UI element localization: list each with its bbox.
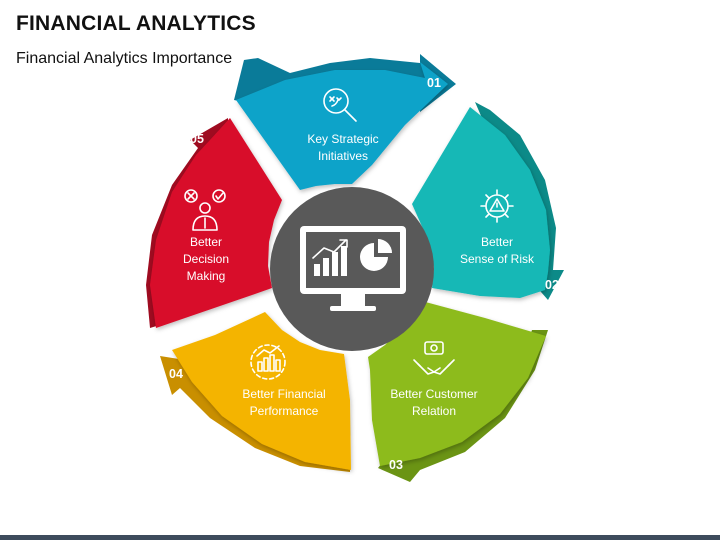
page-title: FINANCIAL ANALYTICS (16, 12, 256, 35)
segment-01-number: 01 (427, 76, 441, 90)
segment-01-shape[interactable] (236, 62, 448, 190)
segment-05-label-line1: Better (190, 235, 222, 249)
bottom-accent-bar (0, 535, 720, 540)
segment-04-number: 04 (169, 367, 183, 381)
segment-02: Better Sense of Risk 02 (460, 189, 559, 292)
segment-03-label-line1: Better Customer (390, 387, 477, 401)
gear-warning-icon (480, 189, 514, 223)
page-subtitle: Financial Analytics Importance (16, 50, 233, 67)
bar-chart-circle-icon (250, 344, 286, 380)
center-hub (270, 187, 434, 351)
segment-04-label-line1: Better Financial (242, 387, 325, 401)
segment-03-label-line2: Relation (412, 404, 456, 418)
segment-03: Better Customer Relation 03 (389, 341, 478, 472)
segment-05-label-line2: Decision (183, 252, 229, 266)
segment-05-label-line3: Making (187, 269, 226, 283)
handshake-icon (413, 341, 455, 375)
segment-03-shape[interactable] (368, 300, 546, 466)
person-decision-icon (184, 189, 226, 231)
segment-04-label-line2: Performance (250, 404, 319, 418)
segment-03-number: 03 (389, 458, 403, 472)
segment-02-number: 02 (545, 278, 559, 292)
segment-05: Better Decision Making 05 (183, 132, 229, 283)
segment-01: Key Strategic Initiatives 01 (307, 76, 441, 163)
segment-01-label-line1: Key Strategic (307, 132, 378, 146)
segment-04-shape[interactable] (172, 312, 351, 470)
monitor-analytics-icon (300, 226, 406, 311)
segment-04: Better Financial Performance 04 (169, 344, 326, 418)
segment-02-label-line1: Better (481, 235, 513, 249)
segment-01-label-line2: Initiatives (318, 149, 368, 163)
magnifier-strategy-icon (323, 88, 357, 122)
segment-02-shape[interactable] (412, 107, 550, 298)
segment-05-number: 05 (190, 132, 204, 146)
segment-02-label-line2: Sense of Risk (460, 252, 535, 266)
